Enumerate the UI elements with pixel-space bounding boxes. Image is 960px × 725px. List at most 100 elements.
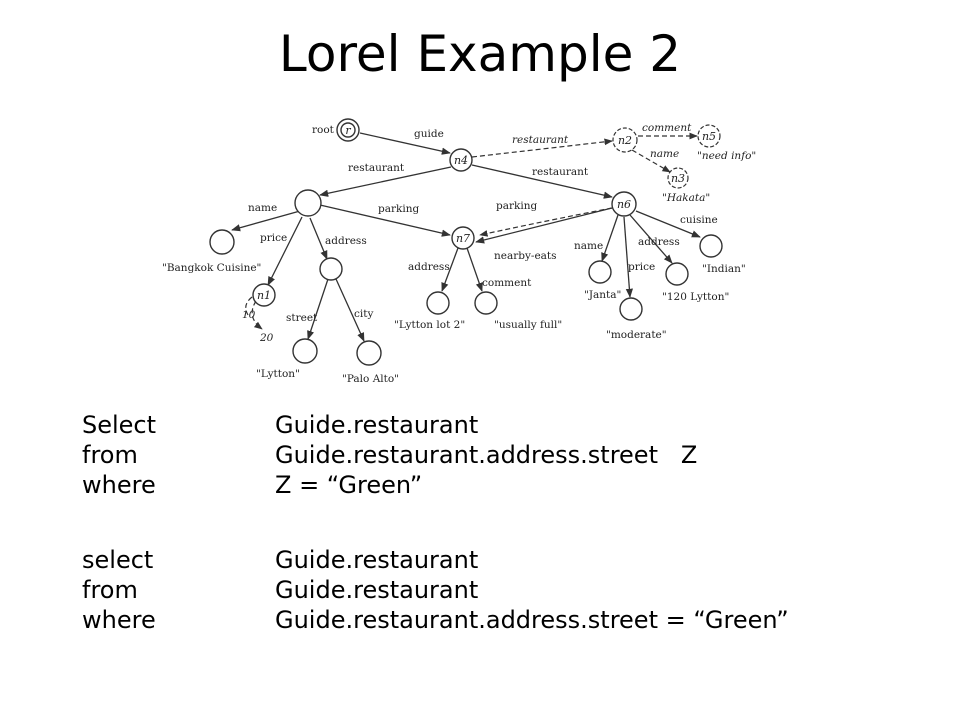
query-2-where: where Guide.restaurant.address.street = … bbox=[82, 605, 789, 635]
label-restaurant-left: restaurant bbox=[348, 162, 405, 174]
label-root: root bbox=[312, 124, 335, 136]
node-n5 bbox=[697, 124, 721, 148]
graph-edges bbox=[231, 132, 701, 342]
node-n6-label: n6 bbox=[617, 198, 631, 211]
label-restaurant-dashed: restaurant bbox=[512, 134, 569, 146]
query-1-where: where Z = “Green” bbox=[82, 470, 422, 500]
label-address-n6: address bbox=[638, 236, 680, 248]
label-address-n7: address bbox=[408, 261, 450, 273]
query-keyword: select bbox=[82, 546, 154, 574]
edge-address-n7 bbox=[441, 247, 459, 292]
query-keyword: from bbox=[82, 576, 138, 604]
query-expression: Guide.restaurant.address.street = “Green… bbox=[275, 606, 789, 634]
lorel-queries: Select Guide.restaurant from Guide.resta… bbox=[82, 410, 789, 635]
node-n1 bbox=[252, 283, 276, 307]
value-lytton: "Lytton" bbox=[256, 368, 300, 380]
node-address-n7 bbox=[426, 291, 450, 315]
label-parking-right: parking bbox=[496, 200, 537, 212]
label-price-n6: price bbox=[628, 261, 655, 273]
value-hakata: "Hakata" bbox=[662, 192, 710, 204]
query-keyword: where bbox=[82, 606, 156, 634]
edge-restaurant-left bbox=[319, 166, 452, 197]
query-keyword: from bbox=[82, 441, 138, 469]
node-name-a bbox=[209, 229, 235, 255]
graph-nodes: r n4 n2 n5 n3 n6 n7 n1 bbox=[209, 118, 723, 366]
label-nearby-eats: nearby-eats bbox=[494, 250, 557, 262]
edge-labels: root guide restaurant restaurant restaur… bbox=[248, 122, 718, 324]
node-name-n6 bbox=[588, 260, 612, 284]
label-comment-n7: comment bbox=[482, 277, 532, 289]
query-1-from: from Guide.restaurant.address.street Z bbox=[82, 440, 697, 470]
node-r-label: r bbox=[345, 124, 351, 137]
node-address-n6 bbox=[665, 262, 689, 286]
node-n2 bbox=[612, 127, 638, 153]
node-price-n6 bbox=[619, 297, 643, 321]
label-city: city bbox=[354, 308, 373, 320]
query-keyword: where bbox=[82, 471, 156, 499]
node-city bbox=[356, 340, 382, 366]
value-janta: "Janta" bbox=[584, 289, 621, 301]
label-restaurant-right: restaurant bbox=[532, 166, 589, 178]
edge-nearby-eats bbox=[475, 207, 613, 244]
value-indian: "Indian" bbox=[702, 263, 746, 275]
edge-comment-n7 bbox=[466, 247, 483, 292]
edge-name-left bbox=[231, 210, 301, 232]
node-n1-label: n1 bbox=[257, 289, 271, 302]
label-name-dashed: name bbox=[650, 148, 679, 160]
edge-parking-right bbox=[479, 207, 613, 237]
label-street: street bbox=[286, 312, 318, 324]
value-moderate: "moderate" bbox=[606, 329, 667, 341]
label-comment-dashed: comment bbox=[642, 122, 692, 134]
label-parking-left: parking bbox=[378, 203, 419, 215]
node-n3-label: n3 bbox=[671, 172, 685, 185]
edge-price-left bbox=[267, 216, 303, 286]
node-n2-label: n2 bbox=[618, 134, 632, 147]
node-street bbox=[292, 338, 318, 364]
edge-guide bbox=[359, 132, 451, 155]
label-name-n6: name bbox=[574, 240, 603, 252]
edge-n1-twenty bbox=[251, 300, 263, 330]
value-120-lytton: "120 Lytton" bbox=[662, 291, 729, 303]
edge-name-dashed bbox=[631, 149, 671, 173]
edge-parking-left bbox=[319, 204, 451, 237]
edge-name-n6 bbox=[601, 214, 619, 262]
label-name-left: name bbox=[248, 202, 277, 214]
node-address-a bbox=[319, 257, 343, 281]
edge-cuisine bbox=[635, 210, 701, 238]
edge-restaurant-right bbox=[471, 164, 613, 199]
node-n6 bbox=[611, 191, 637, 217]
node-r bbox=[340, 122, 356, 138]
atomic-values: "need info" "Hakata" "Bangkok Cuisine" 1… bbox=[162, 150, 756, 385]
query-expression: Guide.restaurant.address.street Z bbox=[275, 441, 698, 469]
query-2-from: from Guide.restaurant bbox=[82, 575, 478, 605]
slide-title: Lorel Example 2 bbox=[278, 25, 682, 83]
node-comment-n7 bbox=[474, 291, 498, 315]
edge-city bbox=[335, 278, 365, 342]
node-n3 bbox=[667, 167, 689, 189]
oem-graph-diagram: r n4 n2 n5 n3 n6 n7 n1 root guide restau… bbox=[162, 118, 756, 385]
query-1-select: Select Guide.restaurant bbox=[82, 410, 478, 440]
node-n5-label: n5 bbox=[702, 130, 716, 143]
edge-address-n6 bbox=[629, 214, 673, 264]
edge-n1-ten bbox=[245, 296, 253, 316]
value-twenty: 20 bbox=[259, 332, 274, 344]
query-expression: Z = “Green” bbox=[275, 471, 423, 499]
query-2-select: select Guide.restaurant bbox=[82, 545, 478, 575]
node-n7-label: n7 bbox=[456, 232, 470, 245]
edge-address-left bbox=[309, 217, 328, 260]
node-n4 bbox=[449, 148, 473, 172]
value-bangkok: "Bangkok Cuisine" bbox=[162, 262, 261, 274]
node-n7 bbox=[451, 226, 475, 250]
value-palo-alto: "Palo Alto" bbox=[342, 373, 399, 385]
label-guide: guide bbox=[414, 128, 444, 140]
query-expression: Guide.restaurant bbox=[275, 546, 479, 574]
query-keyword: Select bbox=[82, 411, 157, 439]
query-expression: Guide.restaurant bbox=[275, 576, 479, 604]
value-ten: 10 bbox=[242, 309, 256, 321]
value-lytton-lot: "Lytton lot 2" bbox=[394, 319, 465, 331]
value-need-info: "need info" bbox=[697, 150, 756, 162]
edge-street bbox=[307, 278, 329, 340]
query-expression: Guide.restaurant bbox=[275, 411, 479, 439]
label-price-left: price bbox=[260, 232, 287, 244]
value-usually-full: "usually full" bbox=[494, 319, 562, 331]
